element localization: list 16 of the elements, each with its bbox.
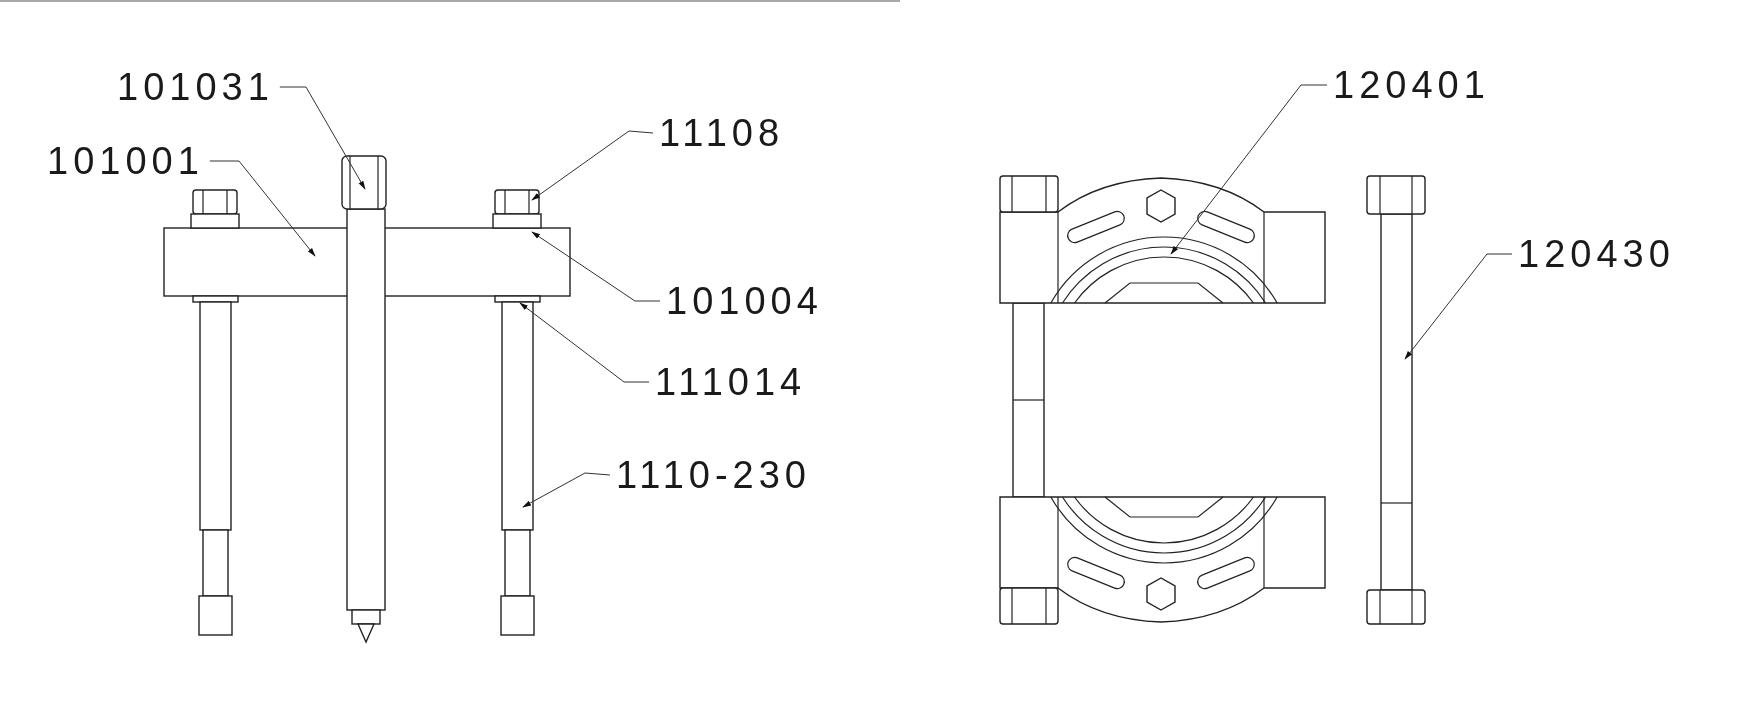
callout-number: 1110-230 [616, 455, 811, 495]
callout-number: 111014 [655, 362, 807, 402]
callout-number: 101001 [47, 141, 204, 181]
callout-number: 11108 [659, 113, 785, 153]
leader-line [519, 302, 650, 383]
leader-line [522, 472, 611, 508]
leader-line [531, 130, 654, 201]
callout-number: 120401 [1333, 65, 1490, 105]
callout-number: 120430 [1518, 234, 1675, 274]
leader-line [531, 231, 661, 302]
callout-number: 101004 [666, 281, 823, 321]
leader-line [209, 160, 316, 257]
leader-line [1404, 253, 1513, 360]
leader-line [279, 86, 366, 190]
callout-number: 101031 [117, 67, 274, 107]
leader-line [1170, 84, 1328, 255]
